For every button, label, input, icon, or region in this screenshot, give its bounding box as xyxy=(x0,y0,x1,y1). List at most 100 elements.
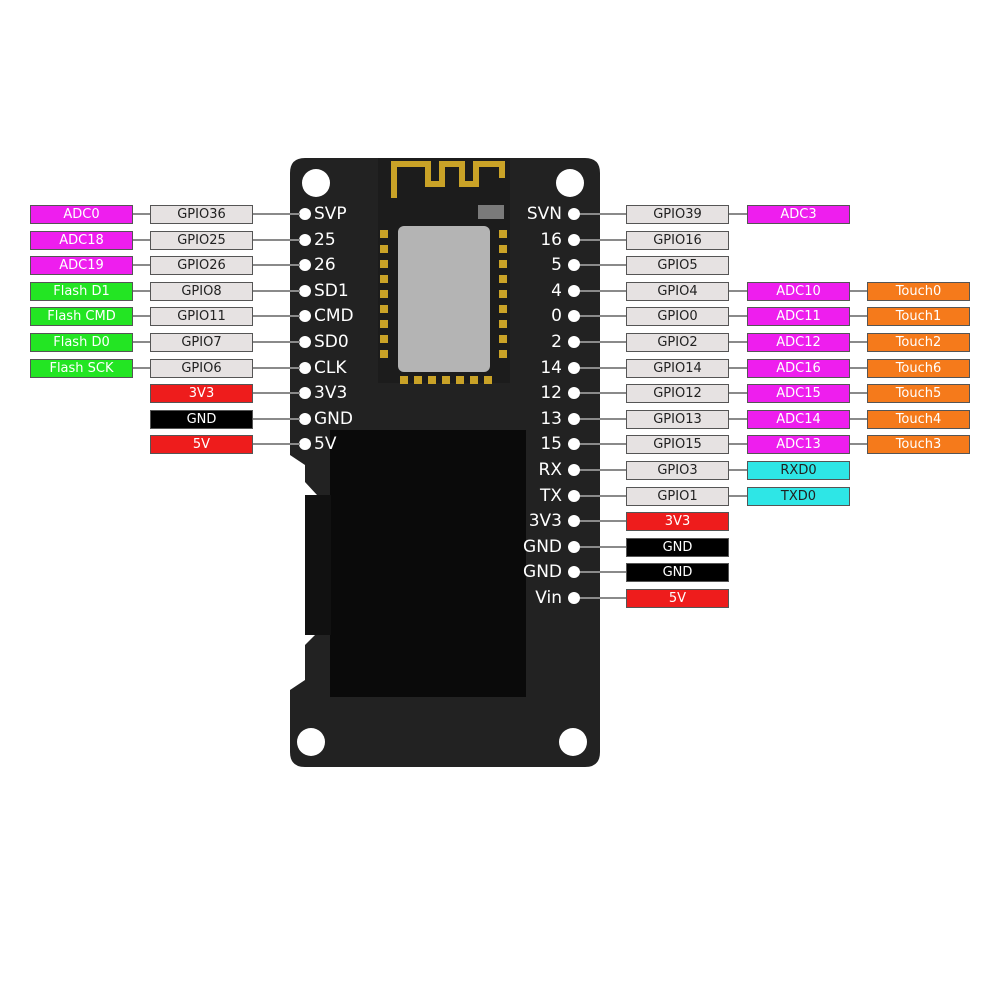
pin-hole xyxy=(299,208,311,220)
connector-line xyxy=(850,290,867,292)
pin-tag-touch: Touch6 xyxy=(867,359,970,378)
pin-hole xyxy=(568,259,580,271)
pin-tag-touch: Touch1 xyxy=(867,307,970,326)
connector-line xyxy=(580,443,626,445)
module-pads xyxy=(380,230,507,384)
connector-line xyxy=(850,443,867,445)
pin-tag-gpio: GPIO2 xyxy=(626,333,729,352)
connector-line xyxy=(580,495,626,497)
module-pad xyxy=(442,376,450,384)
module-pad xyxy=(484,376,492,384)
connector-line xyxy=(252,443,300,445)
pin-tag-gpio: GPIO12 xyxy=(626,384,729,403)
pin-hole xyxy=(299,413,311,425)
pin-label: 12 xyxy=(540,383,562,403)
connector-line xyxy=(132,367,150,369)
connector-line xyxy=(850,392,867,394)
pin-tag-gnd: GND xyxy=(626,538,729,557)
pin-hole xyxy=(299,362,311,374)
pin-tag-adc: ADC11 xyxy=(747,307,850,326)
pin-tag-touch: Touch0 xyxy=(867,282,970,301)
connector-line xyxy=(252,290,300,292)
connector-line xyxy=(850,418,867,420)
pin-hole xyxy=(299,234,311,246)
pin-hole xyxy=(568,234,580,246)
connector-line xyxy=(580,546,626,548)
connector-line xyxy=(132,239,150,241)
connector-line xyxy=(729,418,747,420)
pin-tag-gpio: GPIO15 xyxy=(626,435,729,454)
pin-tag-adc: ADC13 xyxy=(747,435,850,454)
mounting-hole-bottom-right xyxy=(559,728,587,756)
connector-line xyxy=(580,571,626,573)
pin-hole xyxy=(568,310,580,322)
module-pad xyxy=(499,305,507,313)
pin-label: GND xyxy=(314,409,353,429)
pin-hole xyxy=(299,438,311,450)
pin-tag-flash: Flash CMD xyxy=(30,307,133,326)
pin-label: 15 xyxy=(540,434,562,454)
pin-hole xyxy=(568,387,580,399)
module-pad xyxy=(380,260,388,268)
pin-hole xyxy=(568,413,580,425)
pin-hole xyxy=(568,515,580,527)
connector-line xyxy=(729,367,747,369)
pin-tag-gpio: GPIO36 xyxy=(150,205,253,224)
antenna-trace xyxy=(391,161,505,198)
module-pad xyxy=(380,245,388,253)
connector-line xyxy=(580,469,626,471)
pin-tag-gpio: GPIO6 xyxy=(150,359,253,378)
oled-display xyxy=(330,430,526,697)
pin-tag-gpio: GPIO11 xyxy=(150,307,253,326)
module-pad xyxy=(456,376,464,384)
connector-line xyxy=(252,315,300,317)
pin-hole xyxy=(568,208,580,220)
connector-line xyxy=(729,290,747,292)
pin-label: 3V3 xyxy=(314,383,348,403)
pin-tag-uart: TXD0 xyxy=(747,487,850,506)
module-pad xyxy=(380,305,388,313)
pin-hole xyxy=(299,387,311,399)
pin-label: SD1 xyxy=(314,281,349,301)
pin-tag-adc: ADC3 xyxy=(747,205,850,224)
connector-line xyxy=(850,315,867,317)
pin-hole xyxy=(299,336,311,348)
pin-hole xyxy=(299,259,311,271)
connector-line xyxy=(252,418,300,420)
connector-line xyxy=(580,367,626,369)
pin-tag-uart: RXD0 xyxy=(747,461,850,480)
pin-tag-gpio: GPIO26 xyxy=(150,256,253,275)
connector-line xyxy=(252,264,300,266)
oled-frame-left xyxy=(305,495,331,635)
module-pad xyxy=(380,350,388,358)
connector-line xyxy=(580,392,626,394)
pin-tag-gpio: GPIO1 xyxy=(626,487,729,506)
pin-tag-flash: Flash D0 xyxy=(30,333,133,352)
connector-line xyxy=(850,367,867,369)
connector-line xyxy=(850,341,867,343)
pin-tag-adc: ADC10 xyxy=(747,282,850,301)
connector-line xyxy=(580,520,626,522)
connector-line xyxy=(729,341,747,343)
pin-tag-touch: Touch4 xyxy=(867,410,970,429)
mounting-hole-top-left xyxy=(302,169,330,197)
module-pad xyxy=(380,290,388,298)
connector-line xyxy=(580,418,626,420)
connector-line xyxy=(132,315,150,317)
connector-line xyxy=(580,315,626,317)
connector-line xyxy=(252,341,300,343)
pin-tag-gpio: GPIO25 xyxy=(150,231,253,250)
pin-tag-power: 3V3 xyxy=(626,512,729,531)
pin-tag-gpio: GPIO16 xyxy=(626,231,729,250)
pin-label: 5 xyxy=(551,255,562,275)
module-pad xyxy=(499,230,507,238)
pin-label: 25 xyxy=(314,230,336,250)
module-pad xyxy=(380,230,388,238)
connector-line xyxy=(132,213,150,215)
pin-tag-adc: ADC12 xyxy=(747,333,850,352)
mounting-hole-top-right xyxy=(556,169,584,197)
pin-tag-power: 3V3 xyxy=(150,384,253,403)
connector-line xyxy=(729,315,747,317)
pin-tag-adc: ADC18 xyxy=(30,231,133,250)
